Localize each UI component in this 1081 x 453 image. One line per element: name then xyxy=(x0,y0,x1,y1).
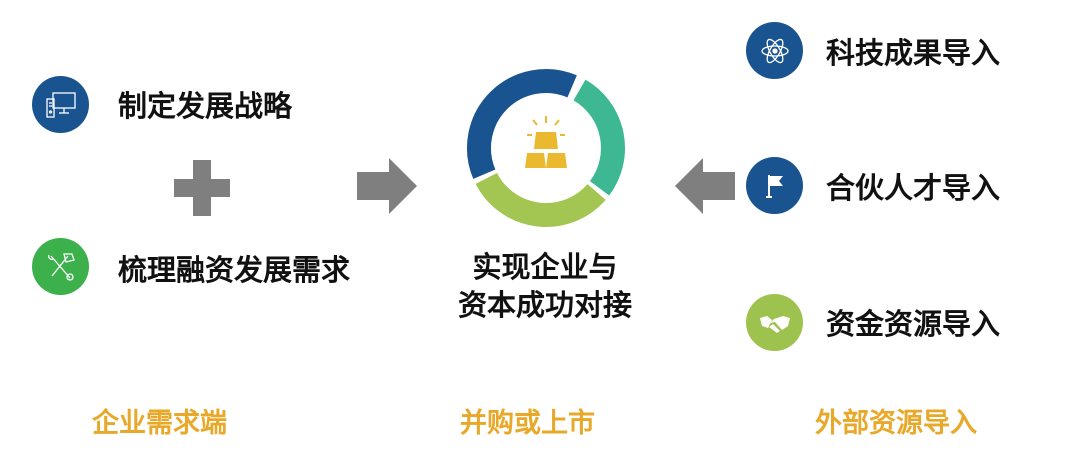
item-strategy: 制定发展战略 xyxy=(118,89,293,123)
item-capital-resources: 资金资源导入 xyxy=(826,307,1001,341)
footer-right: 外部资源导入 xyxy=(815,408,977,439)
computer-icon xyxy=(32,76,89,133)
footer-center: 并购或上市 xyxy=(460,408,595,439)
gold-bars-icon xyxy=(525,116,567,168)
plus-icon xyxy=(174,160,230,216)
segment-teal xyxy=(573,79,625,196)
center-line-2: 资本成功对接 xyxy=(457,288,632,322)
tools-icon xyxy=(32,238,89,295)
segment-blue xyxy=(467,69,577,179)
atom-icon xyxy=(746,22,803,79)
footer-left: 企业需求端 xyxy=(92,408,227,439)
arrow-right-icon xyxy=(357,158,417,214)
item-financing-needs: 梳理融资发展需求 xyxy=(118,253,351,287)
arrow-left-icon xyxy=(675,158,735,214)
flag-icon xyxy=(746,157,803,214)
item-tech-results: 科技成果导入 xyxy=(826,36,1001,70)
center-text: 实现企业与 资本成功对接 xyxy=(430,248,660,324)
item-partner-talent: 合伙人才导入 xyxy=(826,171,1001,205)
handshake-icon xyxy=(746,294,803,351)
segment-green xyxy=(475,172,606,227)
donut-ring xyxy=(467,69,625,227)
center-line-1: 实现企业与 xyxy=(472,250,618,284)
